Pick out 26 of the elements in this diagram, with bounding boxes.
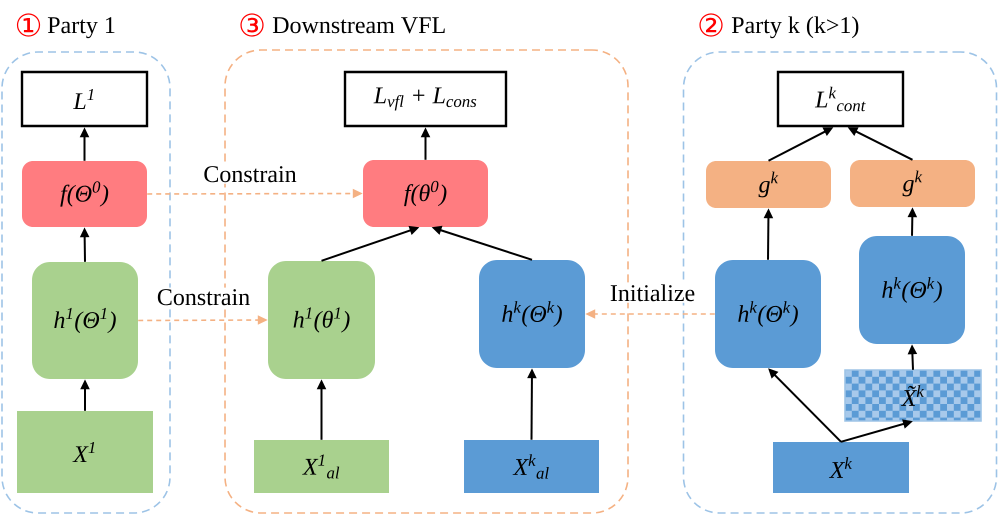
step-number: ① bbox=[16, 13, 40, 37]
data-box: X$^{k}$ bbox=[773, 442, 909, 493]
panel-title: Downstream VFL bbox=[272, 17, 445, 34]
step-number: ③ bbox=[240, 13, 264, 37]
augmented-data-box: X̃$^{k}$ bbox=[844, 369, 982, 422]
local-model-box: h$^{1}$(Θ$^{1}$) bbox=[32, 262, 138, 379]
local-model-box: h$^{k}$(Θ$^{k}$) bbox=[715, 260, 821, 368]
loss-box: L$_{vfl}$ + L$_{cons}$ bbox=[344, 70, 508, 128]
panel-title: Party k (k>1) bbox=[732, 16, 858, 38]
edge-label: Initialize bbox=[608, 282, 697, 303]
top-model-box: f(Θ$^{0}$) bbox=[22, 161, 147, 227]
projection-head-box: g$^{k}$ bbox=[706, 161, 831, 208]
local-model-box: h$^{k}$(Θ$^{k}$) bbox=[479, 260, 585, 368]
step-number: ② bbox=[699, 13, 723, 37]
edge-label: Constrain bbox=[202, 164, 298, 184]
data-box: X$^{k}$al bbox=[464, 440, 599, 493]
panel-title: Party 1 bbox=[48, 17, 114, 38]
data-box: X$^{1}$ bbox=[17, 411, 153, 493]
local-model-box: h$^{1}$(θ$^{1}$) bbox=[268, 261, 375, 379]
data-box: X$^{1}$al bbox=[254, 440, 389, 493]
top-model-box: f(θ$^{0}$) bbox=[363, 160, 488, 227]
edge-label: Constrain bbox=[155, 288, 252, 307]
projection-head-box: g$^{k}$ bbox=[850, 160, 975, 207]
local-model-box: h$^{k}$(Θ$^{k}$) bbox=[859, 236, 965, 344]
loss-box: L$^{1}$ bbox=[20, 70, 148, 128]
loss-box: L$^{k}$cont bbox=[776, 70, 904, 128]
